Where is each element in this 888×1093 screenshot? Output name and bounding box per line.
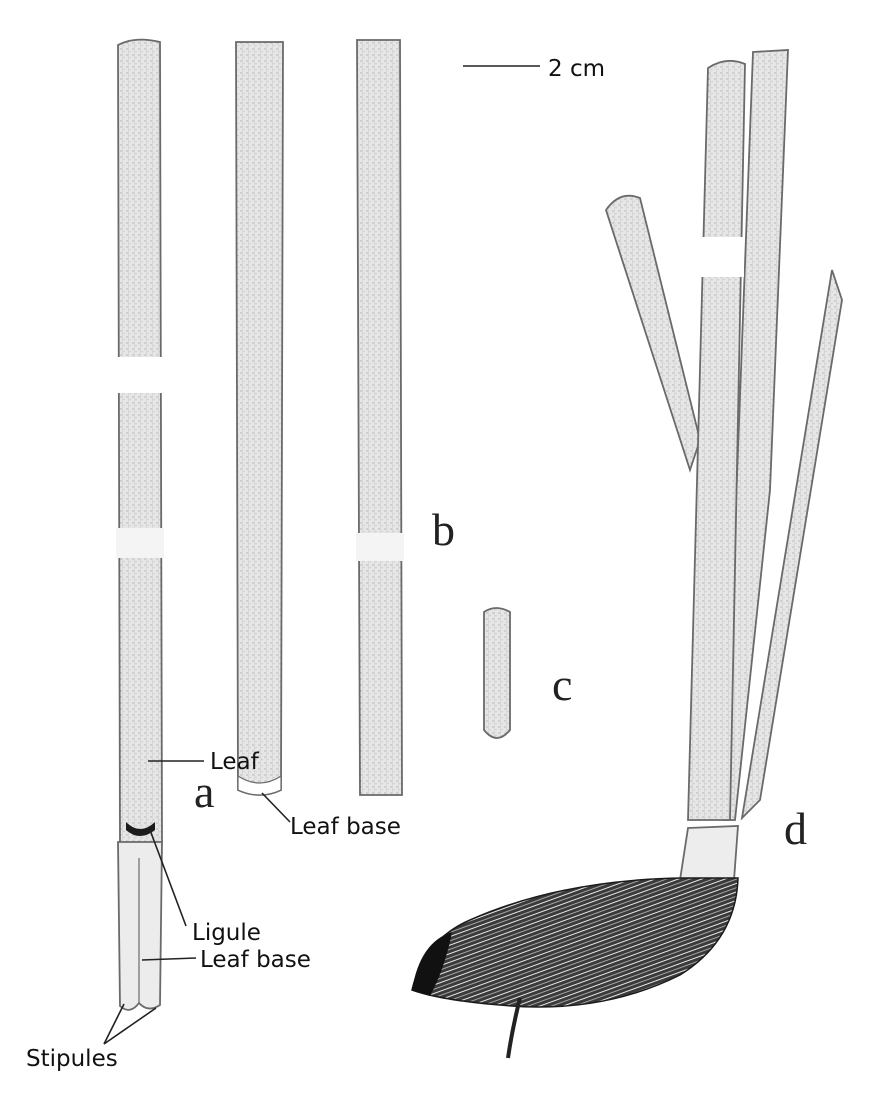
- stem-a-gap-1: [116, 357, 164, 393]
- leader-stipule-right: [104, 1008, 156, 1044]
- label-leaf-base: Leaf base: [200, 947, 311, 973]
- panel-c-segment: [484, 608, 510, 738]
- label-ligule: Ligule: [192, 920, 261, 946]
- label-leaf-base-top: Leaf base: [290, 814, 401, 840]
- scale-bar-label: 2 cm: [548, 56, 605, 82]
- shoot-branch: [606, 196, 700, 470]
- panel-label-c: c: [552, 659, 572, 710]
- label-leaf: Leaf: [210, 749, 260, 775]
- panel-a-stem: [116, 40, 164, 1010]
- node-sheath: [680, 826, 738, 880]
- leader-leaf-base-top: [262, 793, 290, 822]
- panel-d-plant: [412, 50, 842, 1058]
- panel-label-b: b: [432, 504, 455, 555]
- panel-b-stems: [236, 40, 404, 795]
- stem-a-gap-2: [116, 528, 164, 558]
- scale-bar: 2 cm: [463, 56, 605, 82]
- stem-b2-gap: [356, 533, 404, 561]
- label-stipules: Stipules: [26, 1046, 118, 1072]
- root: [508, 998, 520, 1058]
- shoot-main-gap: [700, 237, 744, 277]
- rhizome: [412, 878, 738, 1007]
- stem-b2: [357, 40, 402, 795]
- leaf-base-a: [118, 842, 162, 1010]
- stem-a: [118, 40, 162, 850]
- stem-b1: [236, 42, 283, 795]
- panel-label-d: d: [784, 803, 807, 854]
